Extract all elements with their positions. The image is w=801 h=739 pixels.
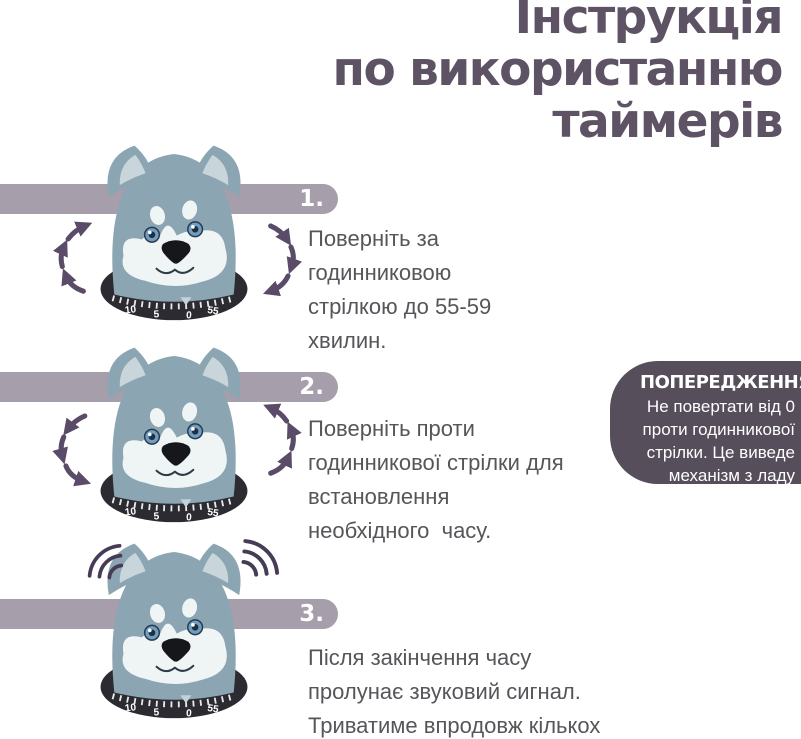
step-number-1: 1. bbox=[299, 186, 324, 212]
sound-waves-icon bbox=[87, 543, 124, 580]
step-instruction-3: Після закінчення часу пролунає звуковий … bbox=[308, 645, 601, 738]
page-title: Інструкція по використанню таймерів bbox=[332, 0, 783, 149]
step-instruction-1: Поверніть за годинниковою стрілкою до 55… bbox=[308, 226, 492, 353]
sound-waves-icon bbox=[241, 539, 280, 577]
step-instruction-2: Поверніть проти годинникової стрілки для… bbox=[308, 416, 564, 543]
warning-box: ПОПЕРЕДЖЕННЯ: Не повертати від 0 проти г… bbox=[610, 361, 801, 485]
step-number-3: 3. bbox=[299, 601, 324, 627]
rotate-clockwise-arrows bbox=[53, 221, 93, 294]
warning-title: ПОПЕРЕДЖЕННЯ: bbox=[640, 372, 801, 393]
cat-timer-illustration bbox=[92, 142, 256, 322]
rotate-counterclockwise-arrows bbox=[263, 403, 302, 476]
rotate-clockwise-arrows bbox=[262, 223, 303, 297]
cat-timer-illustration bbox=[92, 344, 256, 524]
warning-text: Не повертати від 0 проти годинникової ст… bbox=[642, 397, 795, 485]
rotate-counterclockwise-arrows bbox=[52, 413, 92, 487]
step-number-2: 2. bbox=[299, 374, 324, 400]
